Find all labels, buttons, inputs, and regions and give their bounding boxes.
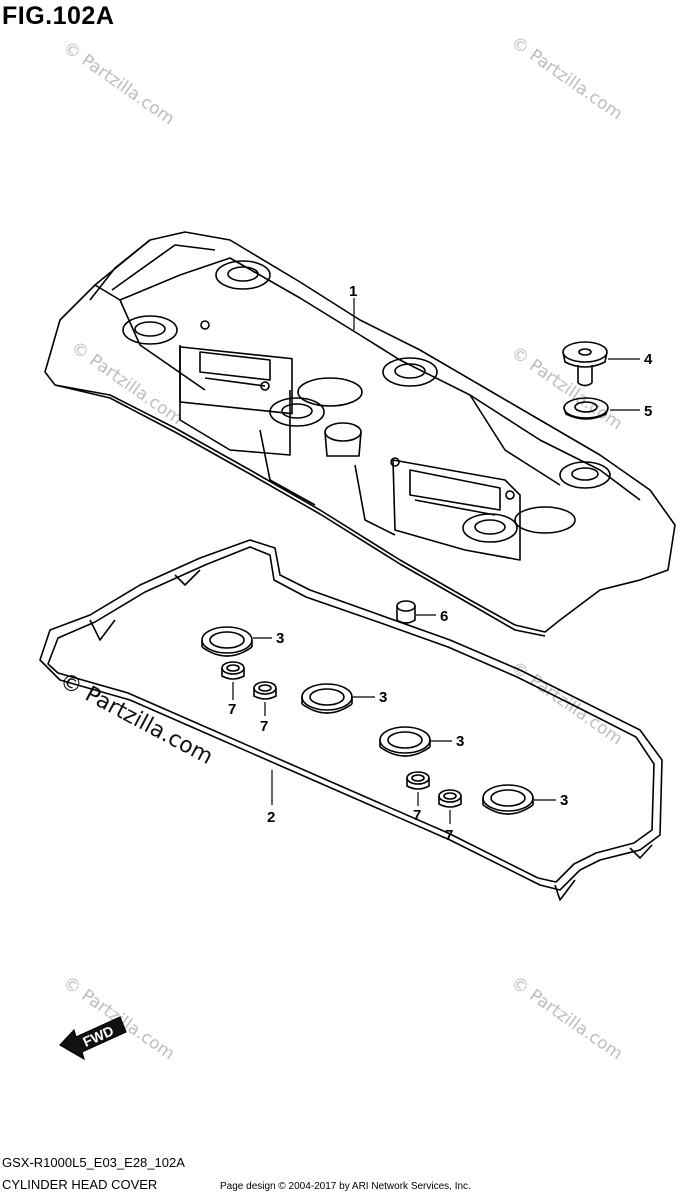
copyright-credit: Page design © 2004-2017 by ARI Network S… bbox=[220, 1181, 471, 1192]
small-seal-part bbox=[221, 661, 245, 680]
small-seal-parts bbox=[221, 661, 462, 808]
seal-ring-parts bbox=[201, 626, 534, 815]
watermark-text: © Partzilla.com bbox=[59, 38, 178, 130]
model-code-label: GSX-R1000L5_E03_E28_102A bbox=[2, 1155, 185, 1170]
cylinder-head-cover-part bbox=[44, 231, 676, 637]
watermark-text: © Partzilla.com bbox=[507, 33, 626, 125]
watermarks: © Partzilla.com © Partzilla.com © Partzi… bbox=[55, 33, 626, 1065]
callout-part-7: 7 bbox=[228, 701, 236, 718]
section-name-label: CYLINDER HEAD COVER bbox=[2, 1177, 158, 1192]
callout-part-3: 3 bbox=[560, 792, 568, 809]
callout-part-3: 3 bbox=[276, 630, 284, 647]
seal-ring-part bbox=[301, 683, 353, 714]
callout-part-7: 7 bbox=[260, 718, 268, 735]
cover-gasket-part bbox=[39, 539, 663, 901]
watermark-text-prominent: © Partzilla.com bbox=[55, 668, 217, 770]
watermark-text: © Partzilla.com bbox=[507, 973, 626, 1065]
watermark-text: © Partzilla.com bbox=[507, 343, 626, 435]
bolt-part bbox=[562, 341, 608, 387]
callout-part-3: 3 bbox=[456, 733, 464, 750]
callout-part-5: 5 bbox=[644, 403, 652, 420]
seal-ring-part bbox=[482, 784, 534, 815]
leader-lines bbox=[232, 298, 640, 824]
small-seal-part bbox=[253, 681, 277, 700]
dowel-part bbox=[396, 600, 416, 624]
fwd-arrow-label: FWD bbox=[80, 1022, 116, 1050]
callout-part-7: 7 bbox=[445, 827, 453, 844]
small-seal-part bbox=[406, 771, 430, 790]
callout-part-4: 4 bbox=[644, 351, 653, 368]
fwd-arrow-icon: FWD bbox=[59, 1016, 127, 1061]
callout-part-3: 3 bbox=[379, 689, 387, 706]
watermark-text: © Partzilla.com bbox=[67, 338, 186, 430]
callout-part-7: 7 bbox=[413, 807, 421, 824]
callout-part-6: 6 bbox=[440, 608, 448, 625]
callout-labels: 1 2 3 3 3 3 4 5 6 7 7 7 7 bbox=[228, 283, 653, 844]
watermark-text: © Partzilla.com bbox=[507, 658, 626, 750]
seal-ring-part bbox=[379, 726, 431, 757]
seal-ring-part bbox=[201, 626, 253, 657]
callout-part-2: 2 bbox=[267, 809, 275, 826]
washer-part bbox=[563, 397, 609, 420]
figure-title: FIG.102A bbox=[2, 2, 115, 30]
small-seal-part bbox=[438, 789, 462, 808]
callout-part-1: 1 bbox=[349, 283, 357, 300]
